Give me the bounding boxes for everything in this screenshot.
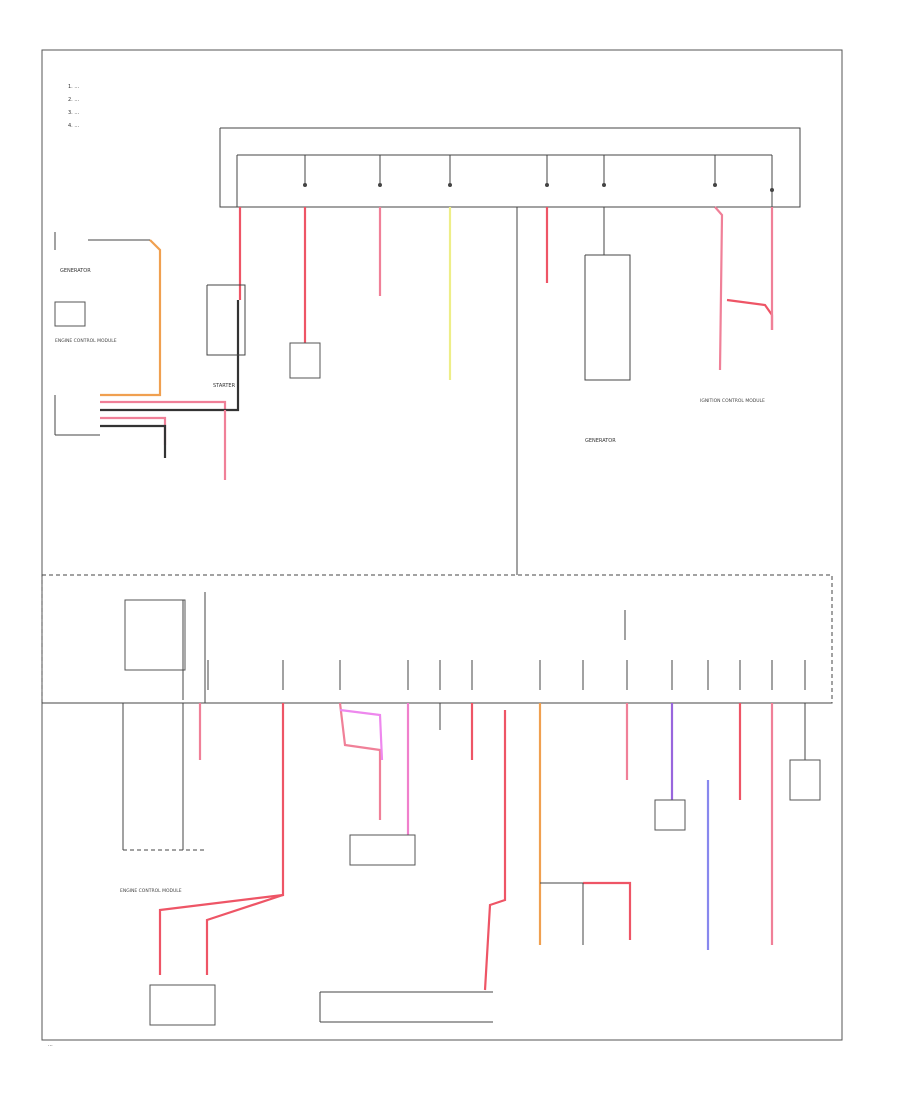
upper-wires <box>238 206 774 575</box>
upper-fuse-box <box>219 127 801 208</box>
ecm-label-lower: ENGINE CONTROL MODULE <box>120 888 182 894</box>
ignition-label: GENERATOR <box>585 438 616 444</box>
fuse-row-upper <box>303 155 774 192</box>
relay-box-1 <box>289 342 321 379</box>
legend-item-1: 1. ... <box>68 84 80 90</box>
legend-item-4: 4. ... <box>68 123 80 129</box>
legend-item-3: 3. ... <box>68 110 80 116</box>
lower-fuse-box <box>41 574 833 704</box>
diagram-frame <box>41 49 843 1041</box>
lower-components <box>123 759 821 1026</box>
page-ref: ... <box>48 1042 53 1048</box>
left-harness <box>54 239 240 480</box>
legend: 1. ... 2. ... 3. ... 4. ... <box>68 84 80 129</box>
legend-item-2: 2. ... <box>68 97 80 103</box>
generator-label: GENERATOR <box>60 268 91 274</box>
ignition-control-label: IGNITION CONTROL MODULE <box>700 398 765 404</box>
lower-wires <box>122 702 806 991</box>
starter-block: STARTER <box>206 284 246 389</box>
fuse-row-lower <box>207 660 806 690</box>
ecm-label: ENGINE CONTROL MODULE <box>55 338 117 344</box>
starter-label: STARTER <box>213 383 236 389</box>
generator-block: GENERATOR ENGINE CONTROL MODULE <box>54 232 150 344</box>
